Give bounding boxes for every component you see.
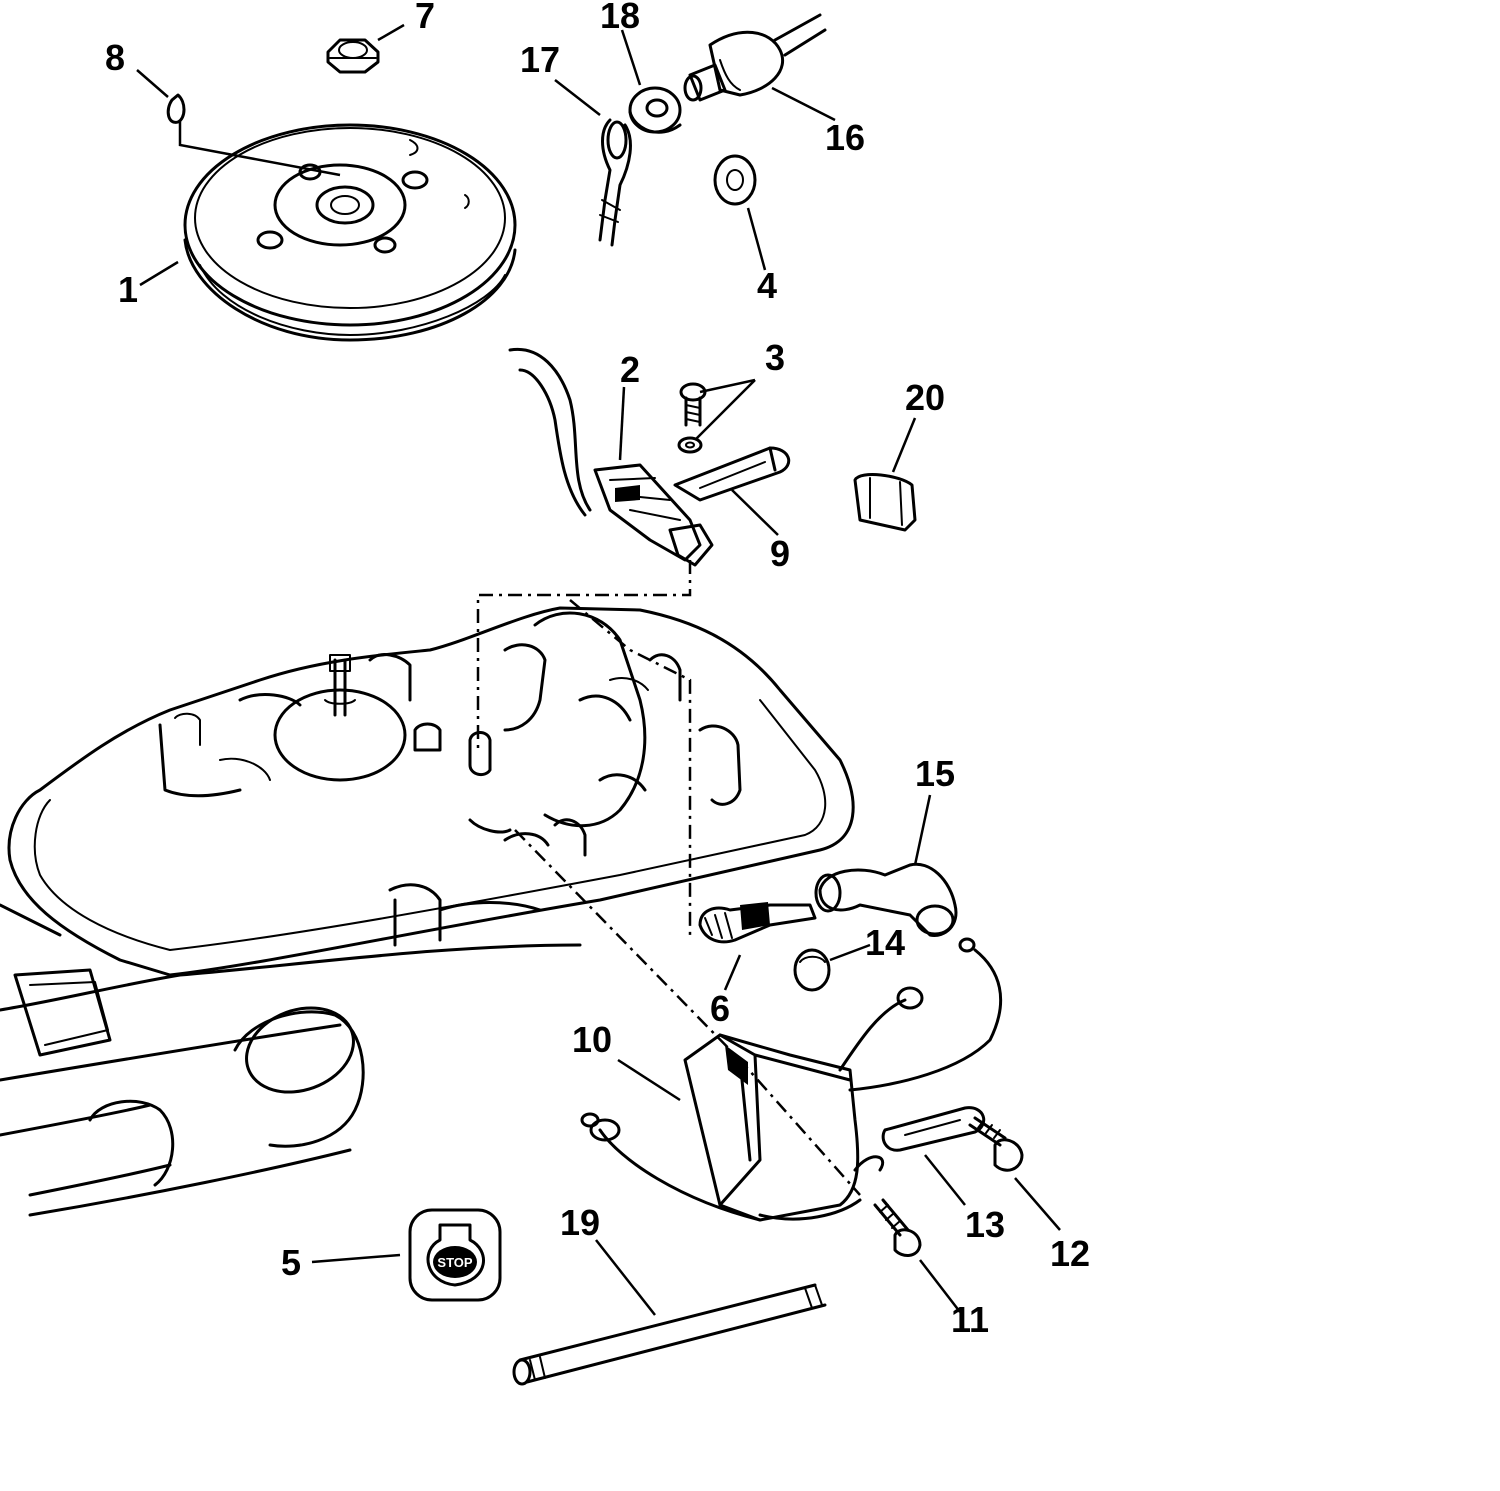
callout-5: 5 [281,1242,301,1283]
grommet [628,86,682,134]
clip [853,473,917,532]
callout-12: 12 [1050,1233,1090,1274]
assembly-lines [178,120,861,1196]
callout-8: 8 [105,37,125,78]
callouts: 1 2 3 4 5 6 7 8 9 10 11 12 13 14 15 16 1… [105,0,1090,1340]
ground-strap [881,1106,986,1152]
callout-9: 9 [770,533,790,574]
stator-trigger [508,347,714,567]
callout-13: 13 [965,1204,1005,1245]
cap [793,948,831,992]
callout-2: 2 [620,349,640,390]
stop-plate-text: STOP [437,1255,472,1270]
ignition-coil [580,937,1003,1222]
callout-16: 16 [825,117,865,158]
washer [713,154,757,206]
callout-14: 14 [865,922,905,963]
flywheel-nut [326,38,380,74]
screw-and-washer [677,382,707,454]
callout-3: 3 [765,337,785,378]
callout-6: 6 [710,988,730,1029]
bracket [673,446,791,502]
callout-11: 11 [951,1299,989,1340]
callout-4: 4 [757,265,777,306]
engine-block [0,606,855,1217]
spark-plug-boot [814,862,958,937]
flywheel-key [166,93,186,124]
callout-17: 17 [520,39,560,80]
leader-lines [136,23,1061,1316]
callout-19: 19 [560,1202,600,1243]
bolt-12 [968,1116,1024,1172]
flywheel [183,123,517,342]
callout-1: 1 [118,269,138,310]
callout-7: 7 [415,0,435,36]
spark-plug [698,902,817,944]
callout-18: 18 [600,0,640,36]
callout-15: 15 [915,753,955,794]
spring-clip [598,118,632,247]
bolt-11 [873,1198,922,1257]
rod [512,1283,827,1386]
stop-plate: STOP [408,1208,502,1302]
spark-plug-cap [683,13,827,102]
callout-20: 20 [905,377,945,418]
callout-10: 10 [572,1019,612,1060]
